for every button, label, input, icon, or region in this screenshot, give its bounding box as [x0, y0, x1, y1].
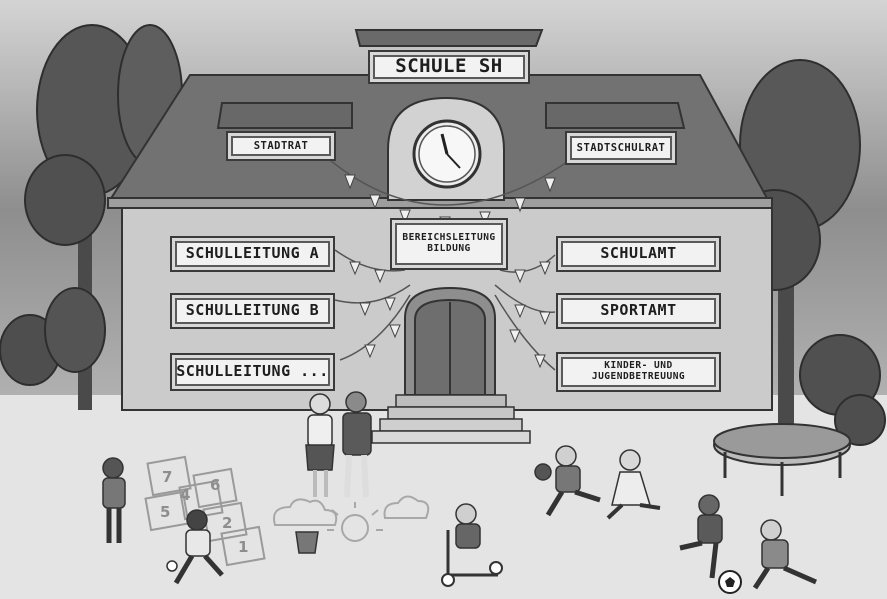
left-trees	[0, 24, 183, 410]
boy-ball-running	[534, 445, 601, 517]
bunting-garlands	[329, 159, 571, 371]
girl-running	[606, 449, 661, 520]
girl-scooter	[441, 503, 503, 587]
boy-yoyo	[166, 509, 224, 585]
chalk-drawing	[273, 495, 430, 542]
hopscotch	[144, 455, 266, 567]
sign-schule-sh: SCHULE SH	[368, 50, 530, 84]
sign-schulleitung-b: SCHULLEITUNG B	[170, 293, 335, 329]
hopscotch-numbers: 7 4 6 5 2 1	[160, 468, 248, 556]
chalk-bucket	[295, 531, 319, 554]
right-trees	[729, 59, 886, 446]
sign-schulleitung-a: SCHULLEITUNG A	[170, 236, 335, 272]
sign-sportamt: SPORTAMT	[556, 293, 721, 329]
man-standing	[342, 391, 372, 498]
hop-1: 1	[238, 538, 248, 556]
sign-stadtrat: STADTRAT	[226, 131, 336, 161]
tree-bench	[713, 423, 851, 496]
hop-7: 7	[162, 468, 172, 486]
hop-5: 5	[160, 503, 170, 521]
sign-stadtschulrat: STADTSCHULRAT	[565, 131, 677, 165]
sign-bereichsleitung-bildung: BEREICHSLEITUNG BILDUNG	[390, 218, 508, 270]
hop-2: 2	[222, 514, 232, 532]
sign-schulamt: SCHULAMT	[556, 236, 721, 272]
boy-soccer-1	[679, 494, 723, 579]
soccer-ball-icon	[718, 570, 742, 594]
teacher-woman	[305, 393, 335, 497]
hop-4: 4	[180, 486, 190, 504]
sign-kinder-jugendbetreuung: KINDER- UND JUGENDBETREUUNG	[556, 352, 721, 392]
boy-arms-crossed	[102, 457, 126, 543]
hop-6: 6	[210, 476, 220, 494]
boy-soccer-2	[752, 519, 818, 590]
sign-schulleitung-more: SCHULLEITUNG ...	[170, 353, 335, 391]
